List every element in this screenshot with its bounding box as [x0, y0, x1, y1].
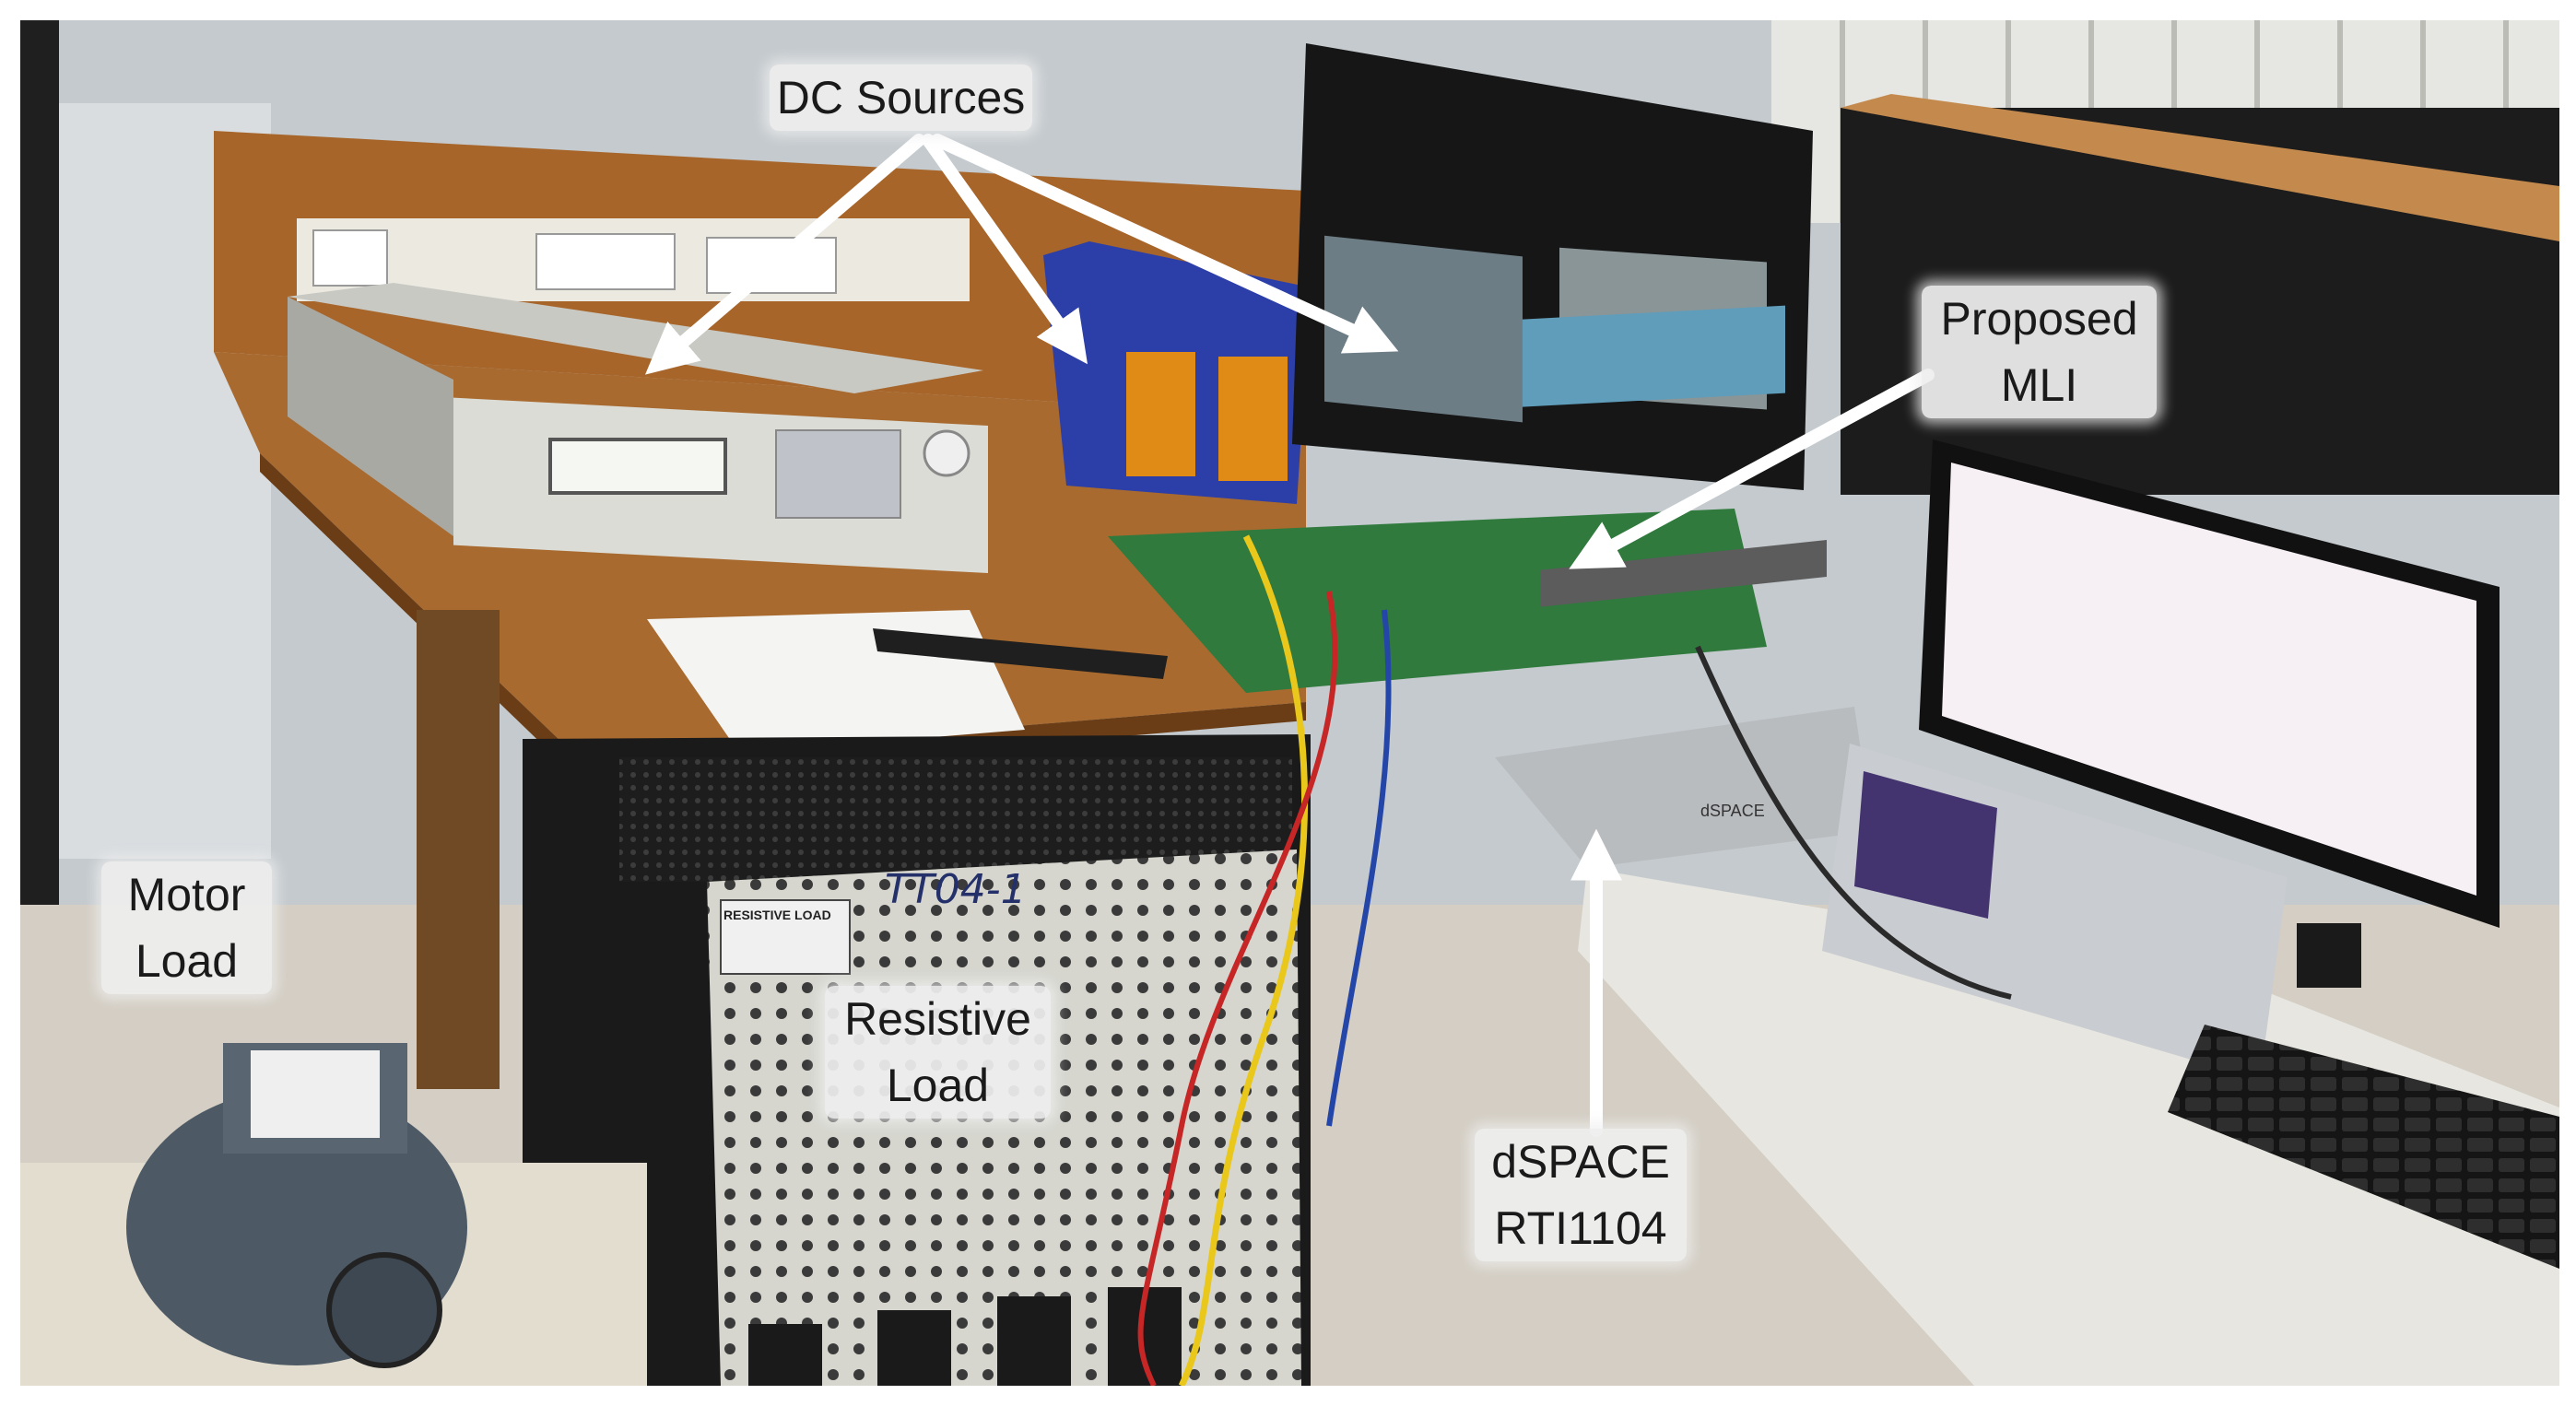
blue-cable — [1326, 609, 1392, 1127]
probe-cable — [1695, 645, 2012, 1000]
dc-supply-display — [548, 438, 727, 495]
label-dc-sources-text: DC Sources — [776, 72, 1026, 123]
label-proposed-mli: Proposed MLI — [1922, 286, 2157, 418]
dspace-unit — [1495, 707, 1873, 868]
desk-leg — [417, 610, 500, 1089]
yellow-cable — [1178, 534, 1309, 1386]
dspace-connectors — [1541, 539, 1827, 607]
load-knob-2 — [877, 1310, 951, 1386]
load-knob-3 — [997, 1296, 1071, 1386]
cabinet-top-right — [1841, 94, 2559, 241]
mli-window — [1324, 235, 1523, 423]
socket-3 — [706, 237, 837, 294]
right-desk — [1578, 868, 2559, 1386]
monitor-stand — [2297, 923, 2361, 988]
keyboard — [2168, 1025, 2559, 1269]
label-dspace-line1: dSPACE — [1491, 1136, 1670, 1188]
arrow-mli — [1569, 369, 1935, 569]
label-dspace: dSPACE RTI1104 — [1475, 1129, 1687, 1261]
load-tag: TT04-1 — [885, 866, 1027, 913]
blue-supply-panel-2 — [1218, 357, 1288, 481]
arrow-blue-supply — [922, 134, 1088, 365]
label-motor-load-line1: Motor — [127, 869, 246, 920]
label-proposed-mli-line1: Proposed — [1940, 293, 2138, 345]
oscilloscope-screen — [1854, 771, 1997, 919]
dc-supply-top — [288, 283, 983, 393]
arrow-dc-supply — [644, 134, 925, 375]
blue-supply-panel — [1126, 352, 1195, 476]
door-frame-left — [20, 20, 59, 1015]
mli-control-board — [1523, 305, 1785, 407]
label-resistive-load: Resistive Load — [825, 986, 1051, 1119]
socket-1 — [312, 229, 388, 287]
motor-shaft-end — [326, 1252, 442, 1368]
label-motor-load: Motor Load — [101, 861, 272, 994]
label-proposed-mli-line2: MLI — [2000, 359, 2078, 411]
dc-supply-keypad — [775, 429, 901, 519]
motor-nameplate — [251, 1050, 380, 1138]
load-knob-1 — [748, 1324, 822, 1386]
red-cable — [1137, 591, 1338, 1386]
dc-supply-knob — [923, 429, 970, 477]
label-dspace-line2: RTI1104 — [1494, 1202, 1667, 1254]
monitor-screen — [1942, 463, 2476, 896]
resistive-load-panel-label: RESISTIVE LOAD — [723, 908, 831, 922]
label-resistive-load-line1: Resistive — [844, 993, 1031, 1045]
dc-supply-side — [288, 297, 453, 536]
socket-2 — [535, 233, 676, 290]
current-probe — [873, 628, 1168, 679]
label-motor-load-line2: Load — [135, 935, 239, 987]
dspace-badge: dSPACE — [1700, 802, 1765, 820]
resistive-load-label-plate — [720, 899, 851, 975]
lab-setup-photo — [20, 20, 2559, 1386]
label-resistive-load-line2: Load — [886, 1060, 990, 1111]
label-dc-sources: DC Sources — [770, 64, 1032, 131]
annotation-arrows — [644, 134, 1935, 1137]
arrow-mli-enclosure — [931, 134, 1399, 354]
